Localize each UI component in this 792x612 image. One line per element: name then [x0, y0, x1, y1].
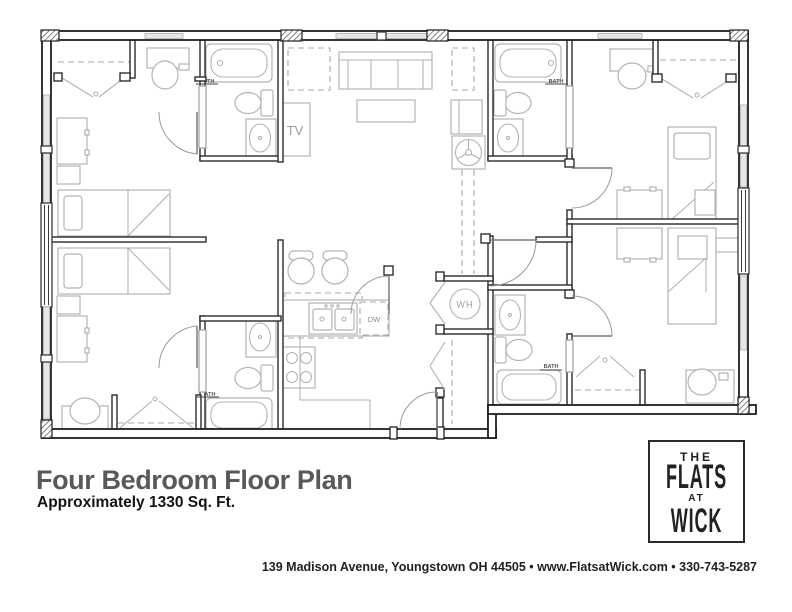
bedroom-1: [56, 47, 190, 237]
bedroom-4: [575, 227, 739, 404]
dishwasher-label: DW: [368, 315, 381, 324]
bathtub: [496, 369, 562, 405]
page-subtitle: Approximately 1330 Sq. Ft.: [37, 494, 236, 511]
door-jambs: [53, 72, 737, 440]
pillow: [63, 253, 83, 289]
desk: [616, 227, 663, 260]
flats-at-wick-logo: THE FLATS AT WICK: [648, 440, 745, 543]
closet-door-pull: [152, 396, 158, 402]
bedroom-3: [609, 48, 737, 224]
coffee-table: [356, 99, 416, 123]
side-table: [451, 135, 486, 170]
desk-chair: [69, 397, 101, 425]
closet-door-pull: [694, 92, 700, 98]
desk-chair: [617, 62, 647, 90]
living-room: TV: [280, 47, 486, 274]
pocket-door: [565, 85, 574, 149]
pillow: [677, 235, 708, 260]
dresser: [56, 117, 88, 165]
pocket-doors: [198, 85, 574, 393]
toilet: [234, 366, 262, 390]
tv-label: TV: [287, 123, 304, 138]
shelf: [715, 237, 739, 253]
pocket-door: [198, 329, 207, 393]
desk-chair: [687, 368, 717, 396]
armchair: [450, 99, 483, 135]
bathtub: [494, 43, 562, 83]
pillow: [63, 195, 83, 231]
closet-door-pull: [602, 357, 608, 363]
water-heater-label: WH: [457, 300, 474, 310]
window: [43, 306, 50, 420]
desk-2: [616, 189, 663, 223]
bathroom-4: BATH: [494, 294, 562, 405]
kitchen: DW: [282, 250, 390, 429]
footer-contact: 139 Madison Avenue, Youngstown OH 44505 …: [261, 560, 757, 574]
bathroom-2: BATH: [201, 317, 277, 433]
pocket-door: [198, 85, 207, 149]
window: [740, 275, 747, 351]
closet-door-pull: [93, 91, 99, 97]
dishwasher: [359, 301, 389, 336]
toilet: [504, 91, 532, 115]
logo-line-at: AT: [688, 493, 705, 504]
bathtub: [205, 397, 273, 433]
columns: [40, 29, 750, 439]
logo-line-the: THE: [680, 450, 713, 464]
toilet: [234, 91, 262, 115]
bedroom-2: [56, 247, 196, 432]
toilet: [505, 338, 533, 362]
bathroom-1: BATH: [200, 43, 277, 159]
pocket-door: [565, 339, 574, 373]
bath-label: BATH: [201, 392, 216, 398]
dresser: [56, 315, 88, 363]
tv-stand: [280, 102, 311, 157]
bath-label: BATH: [200, 79, 215, 85]
stove: [282, 346, 316, 389]
desk-chair: [151, 60, 179, 90]
water-heater: [449, 288, 481, 320]
page-title: Four Bedroom Floor Plan: [36, 465, 353, 495]
floor-plan-drawing: TV: [40, 29, 757, 440]
kitchen-sink: [308, 302, 358, 335]
utility-core: WH: [449, 288, 481, 424]
bathroom-3: BATH: [492, 43, 564, 159]
window: [597, 33, 643, 39]
logo-line-flats: FLATS: [666, 456, 727, 496]
doors: [158, 111, 613, 430]
entry-opening: [397, 430, 437, 437]
bath-label: BATH: [544, 364, 559, 370]
window: [144, 33, 184, 39]
sofa: [338, 51, 433, 90]
bath-label: BATH: [549, 79, 564, 85]
pillow: [673, 132, 711, 160]
threshold-ticks: [196, 83, 567, 398]
bar-stools: [287, 250, 349, 285]
windows: [40, 31, 750, 420]
bathtub: [205, 43, 273, 83]
logo-line-wick: WICK: [670, 500, 723, 540]
